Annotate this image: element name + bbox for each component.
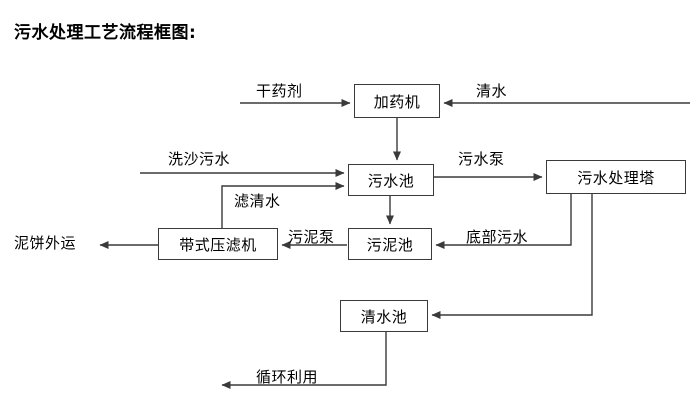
node-label: 清水池 bbox=[360, 307, 408, 326]
connector-tower-to-clear-water bbox=[431, 194, 593, 319]
edge-label-sand-wash-sewage: 洗沙污水 bbox=[168, 150, 231, 168]
edge-label-recycling-reuse: 循环利用 bbox=[256, 368, 319, 386]
node-clear-water-pool[interactable]: 清水池 bbox=[340, 300, 428, 332]
node-wastewater-pool[interactable]: 污水池 bbox=[348, 164, 434, 196]
edge-label-clean-water: 清水 bbox=[476, 82, 508, 100]
page-title: 污水处理工艺流程框图: bbox=[14, 23, 197, 43]
edge-label-dry-chemical: 干药剂 bbox=[256, 82, 303, 100]
node-label: 污泥池 bbox=[366, 235, 414, 254]
node-label: 污水处理塔 bbox=[577, 168, 655, 187]
node-treatment-tower[interactable]: 污水处理塔 bbox=[546, 160, 686, 194]
edge-label-sewage-pump: 污水泵 bbox=[458, 150, 505, 168]
edge-label-filtered-clear-water: 滤清水 bbox=[234, 192, 281, 210]
node-label: 污水池 bbox=[367, 171, 415, 190]
node-sludge-pool[interactable]: 污泥池 bbox=[348, 228, 432, 260]
edge-label-sludge-pump: 污泥泵 bbox=[288, 228, 335, 246]
node-belt-filter-press[interactable]: 带式压滤机 bbox=[158, 228, 278, 260]
node-dosing-machine[interactable]: 加药机 bbox=[354, 84, 440, 118]
terminal-label-mud-cake-transport: 泥饼外运 bbox=[14, 234, 77, 252]
node-label: 加药机 bbox=[373, 92, 421, 111]
edge-label-bottom-sewage: 底部污水 bbox=[466, 228, 529, 246]
node-label: 带式压滤机 bbox=[179, 235, 257, 254]
